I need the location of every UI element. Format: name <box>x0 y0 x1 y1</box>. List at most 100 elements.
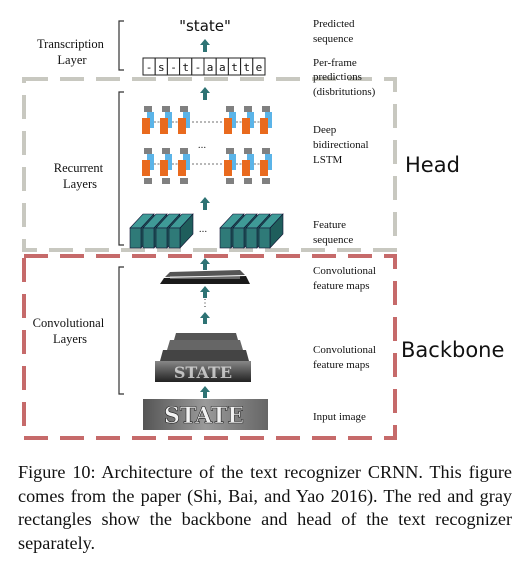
frame-char: - <box>170 61 177 74</box>
lstm-gray-cell <box>226 178 234 184</box>
frame-char: - <box>146 61 153 74</box>
arrow-mid <box>200 312 210 324</box>
recurrent-label-line2: Layers <box>63 177 97 191</box>
frame-char: a <box>207 61 214 74</box>
lstm-orange-cell <box>142 118 150 134</box>
conv-map-image-text: STATE <box>174 363 232 382</box>
per-frame-label-line1: Per-frame <box>313 57 357 69</box>
predicted-label-line2: sequence <box>313 33 353 45</box>
lstm-gray-cell <box>244 148 252 154</box>
lstm-blue-cell <box>265 154 272 170</box>
lstm-orange-cell <box>178 160 186 176</box>
lstm-gray-cell <box>144 106 152 112</box>
arrow-to-lstm <box>200 197 210 210</box>
arrow-to-input <box>200 386 210 398</box>
lstm-gray-cell <box>180 178 188 184</box>
arrow-to-frames <box>200 87 210 100</box>
conv-maps-top-label-line2: feature maps <box>313 280 370 292</box>
frame-char-box <box>252 57 266 76</box>
convolutional-bracket <box>118 266 124 395</box>
conv-feature-map-stack: STATE <box>155 333 251 382</box>
convolutional-label-line2: Layers <box>53 332 87 346</box>
lstm-gray-cell <box>162 178 170 184</box>
per-frame-label-line3: (disbritutions) <box>313 86 376 98</box>
lstm-blue-cell <box>147 112 154 128</box>
conv-maps-top-label-line1: Convolutional <box>313 265 376 277</box>
lstm-orange-cell <box>142 160 150 176</box>
lstm-blue-cell <box>165 112 172 128</box>
backbone-label: Backbone <box>401 338 504 362</box>
vertical-dots: ⋮ <box>200 298 210 309</box>
feature-block-front <box>232 227 245 249</box>
per-frame-label-line2: predictions <box>313 71 362 83</box>
lstm-gray-cell <box>226 148 234 154</box>
lstm-gray-cell <box>262 106 270 112</box>
arrow-to-feature-seq <box>200 258 210 270</box>
lstm-blue-cell <box>165 154 172 170</box>
lstm-gray-cell <box>244 178 252 184</box>
lstm-orange-cell <box>242 160 250 176</box>
lstm-gray-cell <box>162 106 170 112</box>
recurrent-label-line1: Recurrent <box>54 161 104 175</box>
lstm-blue-cell <box>183 112 190 128</box>
lstm-orange-cell <box>260 118 268 134</box>
convolutional-label: Convolutional Layers <box>33 316 108 346</box>
per-frame-label: Per-frame predictions (disbritutions) <box>313 57 376 98</box>
conv-maps-bottom-label-line2: feature maps <box>313 359 370 371</box>
conv-maps-bottom-label-line1: Convolutional <box>313 344 376 356</box>
lstm-gray-cell <box>262 148 270 154</box>
recurrent-bracket <box>118 91 124 246</box>
conv-maps-top-label: Convolutional feature maps <box>313 265 376 292</box>
transcription-label: Transcription Layer <box>37 37 107 67</box>
feature-block-front <box>155 227 168 249</box>
lstm-orange-cell <box>160 118 168 134</box>
transcription-bracket <box>118 20 124 71</box>
feature-ellipsis: ... <box>199 223 208 235</box>
lstm-orange-cell <box>160 160 168 176</box>
lstm-blue-cell <box>183 154 190 170</box>
arrow-to-top-map <box>200 286 210 298</box>
crnn-diagram: Transcription Layer Recurrent Layers Con… <box>22 17 504 440</box>
feature-block-front <box>168 227 181 249</box>
feature-block-front <box>219 227 232 249</box>
feature-block-front <box>245 227 258 249</box>
arrow-to-output <box>200 39 210 52</box>
feature-block-front <box>258 227 271 249</box>
backbone-box <box>22 254 397 440</box>
feature-sequence-blocks <box>129 213 284 249</box>
lstm-orange-cell <box>224 118 232 134</box>
lstm-gray-cell <box>226 106 234 112</box>
lstm-blue-cell <box>247 154 254 170</box>
transcription-label-line2: Layer <box>57 53 87 67</box>
lstm-gray-cell <box>144 178 152 184</box>
feature-seq-label-line1: Feature <box>313 219 346 231</box>
lstm-blue-cell <box>229 112 236 128</box>
conv-maps-bottom-label: Convolutional feature maps <box>313 344 376 371</box>
lstm-grid <box>142 106 272 184</box>
frame-char: t <box>243 61 250 74</box>
lstm-orange-cell <box>224 160 232 176</box>
frame-char: t <box>231 61 238 74</box>
lstm-label-line1: Deep <box>313 124 337 136</box>
lstm-blue-cell <box>147 154 154 170</box>
feature-block-front <box>142 227 155 249</box>
recurrent-label: Recurrent Layers <box>54 161 106 191</box>
lstm-gray-cell <box>144 148 152 154</box>
lstm-blue-cell <box>265 112 272 128</box>
transcription-label-line1: Transcription <box>37 37 105 51</box>
lstm-gray-cell <box>180 148 188 154</box>
head-label: Head <box>405 153 460 177</box>
lstm-blue-cell <box>247 112 254 128</box>
figure-caption: Figure 10: Architecture of the text reco… <box>18 462 512 553</box>
lstm-gray-cell <box>162 148 170 154</box>
convolutional-label-line1: Convolutional <box>33 316 105 330</box>
feature-block-front <box>129 227 142 249</box>
predicted-output-text: "state" <box>179 17 231 35</box>
frame-char: e <box>256 61 263 74</box>
frame-char: a <box>219 61 226 74</box>
